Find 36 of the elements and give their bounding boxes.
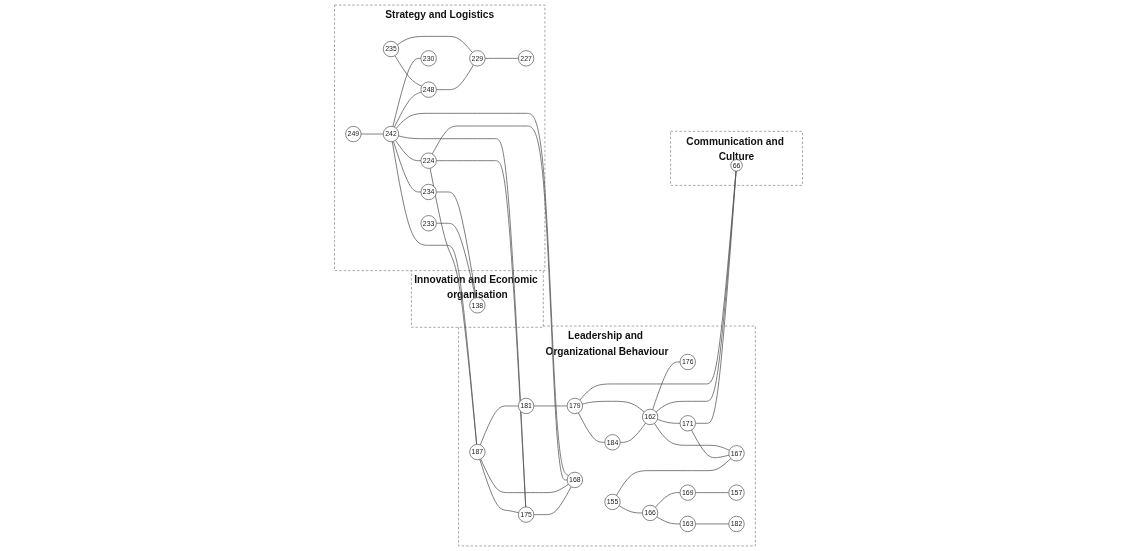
connector <box>691 429 730 459</box>
connector <box>695 170 737 424</box>
connector <box>619 422 646 443</box>
connector <box>581 400 645 413</box>
connector <box>618 505 643 514</box>
connector <box>392 57 422 127</box>
connector <box>436 222 477 299</box>
connector <box>395 139 422 162</box>
connector <box>654 423 730 451</box>
connector <box>656 516 681 525</box>
connector <box>436 160 527 508</box>
connector <box>397 36 473 53</box>
connector <box>655 492 681 508</box>
connector <box>394 91 422 128</box>
connector <box>652 361 681 410</box>
connector <box>360 133 384 135</box>
connector <box>394 55 423 87</box>
connector <box>479 405 519 446</box>
connector <box>484 57 519 59</box>
connector <box>393 141 422 193</box>
connector <box>398 135 527 508</box>
connector <box>533 486 572 515</box>
connector <box>695 492 730 493</box>
connector <box>657 419 681 424</box>
connector <box>533 405 568 407</box>
connector <box>436 191 477 299</box>
connector <box>479 459 519 514</box>
connector <box>391 141 478 445</box>
connector <box>395 112 569 476</box>
connector <box>616 458 732 496</box>
connector <box>695 523 730 525</box>
connector <box>578 412 606 443</box>
connector <box>429 167 477 445</box>
connector <box>480 458 569 493</box>
connector <box>436 64 474 91</box>
connector <box>431 125 568 481</box>
